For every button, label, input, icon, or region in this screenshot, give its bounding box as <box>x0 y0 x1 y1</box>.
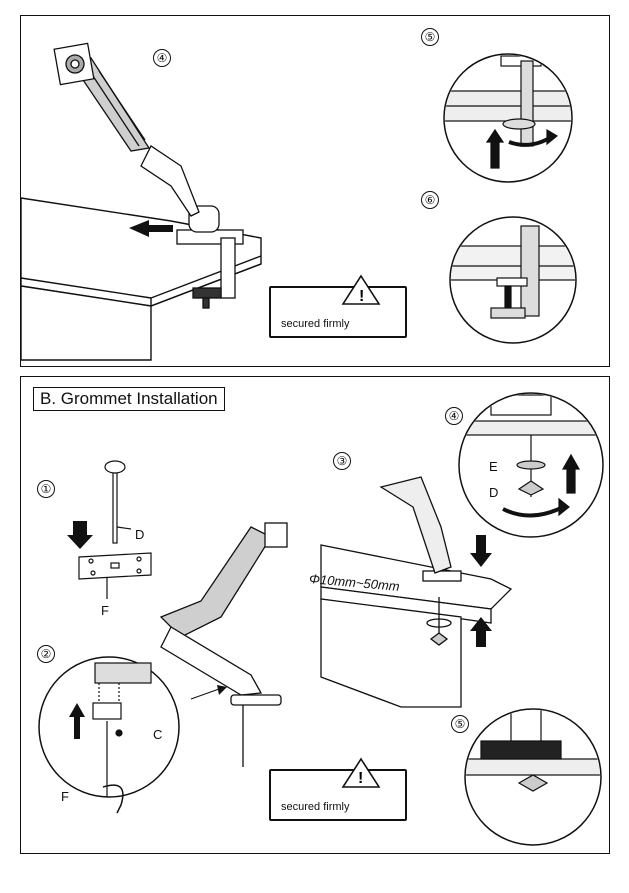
grommet-installation-panel: B. Grommet Installation <box>20 376 610 854</box>
svg-text:!: ! <box>358 770 363 787</box>
step-number-4: ④ <box>445 407 463 425</box>
label-d-2: D <box>489 485 499 500</box>
label-e: E <box>489 459 498 474</box>
detail-circle-6 <box>449 216 577 344</box>
step-number-5: ⑤ <box>451 715 469 733</box>
step-number-2: ② <box>37 645 55 663</box>
step-number-3: ③ <box>333 452 351 470</box>
exclamation-triangle-icon: ! <box>341 274 381 305</box>
detail-circle-2 <box>38 656 180 798</box>
warning-box: ! secured firmly <box>269 757 407 821</box>
step-number-4: ④ <box>153 49 171 67</box>
grommet-illustration <box>38 392 604 846</box>
warning-text: secured firmly <box>281 318 350 330</box>
step-number-6: ⑥ <box>421 191 439 209</box>
label-f: F <box>101 603 109 618</box>
down-arrow <box>67 521 93 549</box>
exclamation-triangle-icon: ! <box>341 757 381 788</box>
warning-text: secured firmly <box>281 801 350 813</box>
warning-box: ! secured firmly <box>269 274 407 338</box>
step-number-5: ⑤ <box>421 28 439 46</box>
clamp-installation-panel: ④ ⑤ ⑥ ! secured firmly <box>20 15 610 367</box>
clamp-illustration <box>20 42 577 361</box>
section-title: B. Grommet Installation <box>33 387 225 411</box>
svg-text:!: ! <box>359 288 364 305</box>
label-d: D <box>135 527 145 542</box>
step-number-1: ① <box>37 480 55 498</box>
label-f-2: F <box>61 789 69 804</box>
detail-circle-5b <box>464 708 602 846</box>
allen-key-icon <box>102 784 124 814</box>
insert-arrow <box>129 220 173 237</box>
detail-circle-4 <box>458 392 604 538</box>
label-c: C <box>153 727 163 742</box>
detail-circle-5 <box>443 53 573 183</box>
